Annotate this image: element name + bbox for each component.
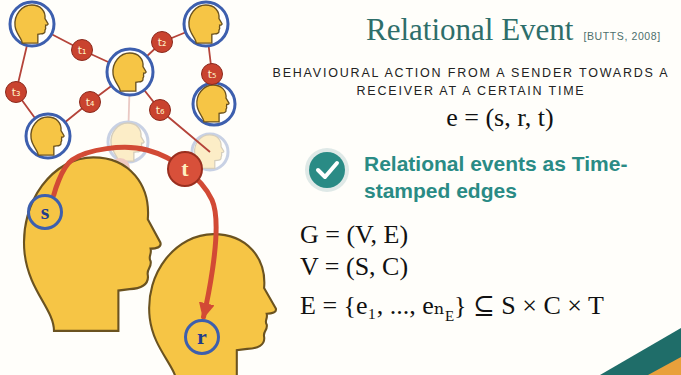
head-ring [193, 83, 235, 125]
event-formula: e = (s, r, t) [446, 103, 553, 133]
person-head [189, 5, 222, 43]
person-head [15, 5, 48, 43]
corner-band [600, 328, 681, 375]
node-text: t₄ [86, 97, 95, 108]
time-stamp-circle: t [167, 151, 203, 187]
head-ring [10, 2, 54, 46]
check-mark [318, 163, 337, 177]
edge-set-formula: E = {e₁, ..., eₙ [300, 290, 445, 321]
time-marker: t₂ [151, 31, 173, 53]
formula-row: E = {e₁, ..., eₙE} ⊆ S × C × T [300, 290, 604, 321]
vertex-formula: V = (S, C) [300, 252, 408, 282]
time-marker: t₃ [5, 81, 27, 103]
node-text: t₁ [78, 45, 87, 56]
receiver-circle: r [184, 319, 220, 355]
sender-circle: s [27, 194, 63, 230]
node-text: t₅ [208, 69, 217, 80]
citation: [BUTTS, 2008] [583, 30, 660, 42]
person-head [197, 85, 229, 122]
slide-title: Relational Event [366, 12, 573, 48]
node-text: r [197, 326, 207, 348]
time-marker: t₅ [201, 63, 223, 85]
network-heads [10, 2, 235, 158]
check-disc [309, 152, 345, 188]
graph-formula: G = (V, E) [300, 220, 408, 250]
corner-accent [648, 357, 681, 375]
sender-head [24, 157, 161, 331]
time-label: t [181, 158, 188, 180]
node-text: t₃ [12, 87, 21, 98]
formula-subscript: E [445, 308, 454, 325]
time-marker: t₁ [71, 39, 93, 61]
faded-head-ring [108, 122, 148, 162]
check-ring [305, 148, 349, 192]
key-point: Relational events as Time-stamped edges [364, 150, 654, 204]
node-text: s [41, 201, 50, 223]
person-head [31, 117, 64, 155]
time-marker: t₆ [149, 99, 171, 121]
edge-set-formula: } ⊆ S × C × T [454, 290, 604, 321]
head-ring [26, 114, 70, 158]
time-marker: t₄ [79, 91, 101, 113]
person-head [113, 53, 146, 91]
head-ring [107, 49, 153, 95]
node-text: t₆ [156, 105, 165, 116]
faded-head [111, 123, 144, 161]
definition-text: BEHAVIOURAL ACTION FROM A SENDER TOWARDS… [271, 64, 671, 100]
node-text: t₂ [158, 37, 167, 48]
head-ring [184, 2, 228, 46]
event-arrow [54, 147, 216, 317]
